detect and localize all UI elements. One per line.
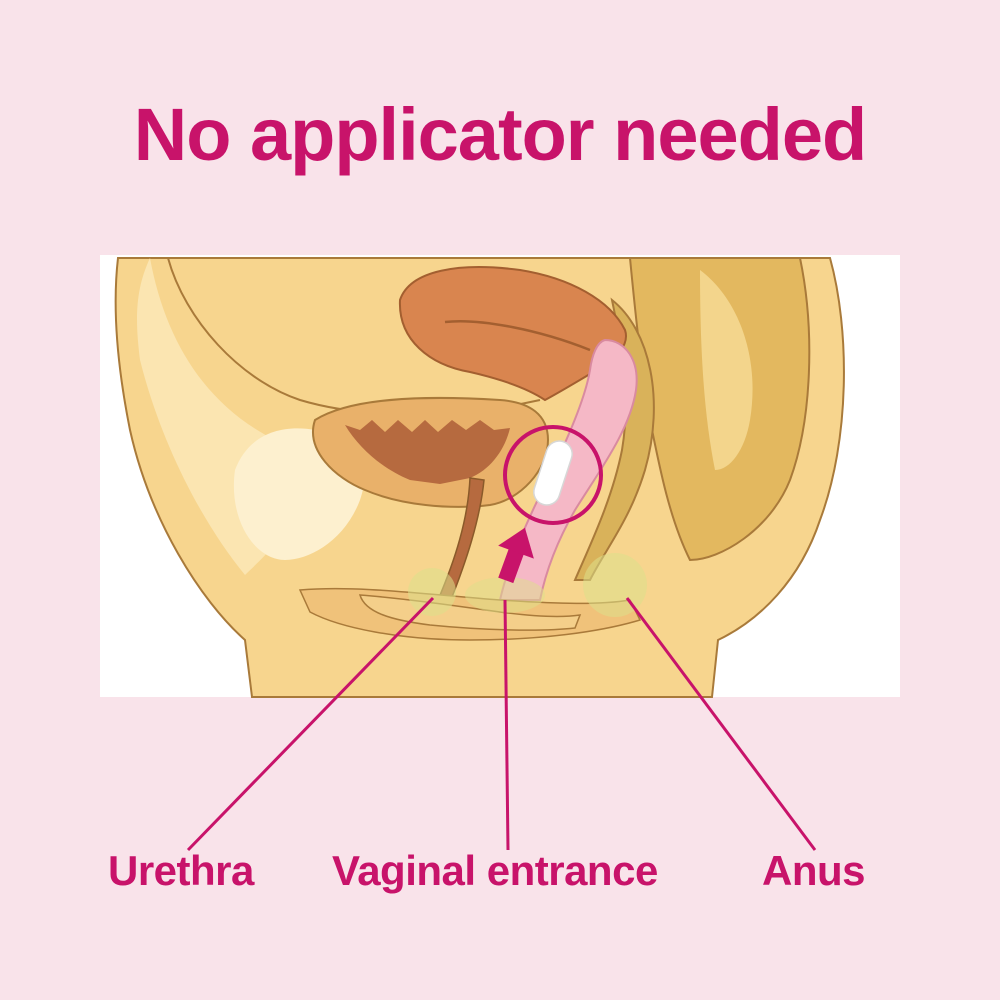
- anus-highlight: [583, 553, 647, 617]
- uterus-cavity: [444, 320, 591, 352]
- sacrum-highlight: [700, 270, 753, 470]
- label-urethra: Urethra: [108, 847, 254, 894]
- label-vaginal-entrance: Vaginal entrance: [332, 847, 658, 894]
- page-title: No applicator needed: [133, 93, 867, 176]
- tampon-focus-circle: [503, 425, 603, 525]
- bladder-inner: [345, 420, 510, 484]
- urethra-leader-line: [186, 596, 435, 852]
- tampon-icon: [533, 440, 573, 506]
- label-anus: Anus: [762, 847, 866, 894]
- vaginal-entrance-leader-line: [503, 599, 510, 851]
- arrow-up-icon: [498, 527, 534, 584]
- vaginal-entrance-highlight: [465, 577, 545, 613]
- urethra-highlight: [408, 568, 456, 616]
- anus-leader-line: [625, 597, 817, 851]
